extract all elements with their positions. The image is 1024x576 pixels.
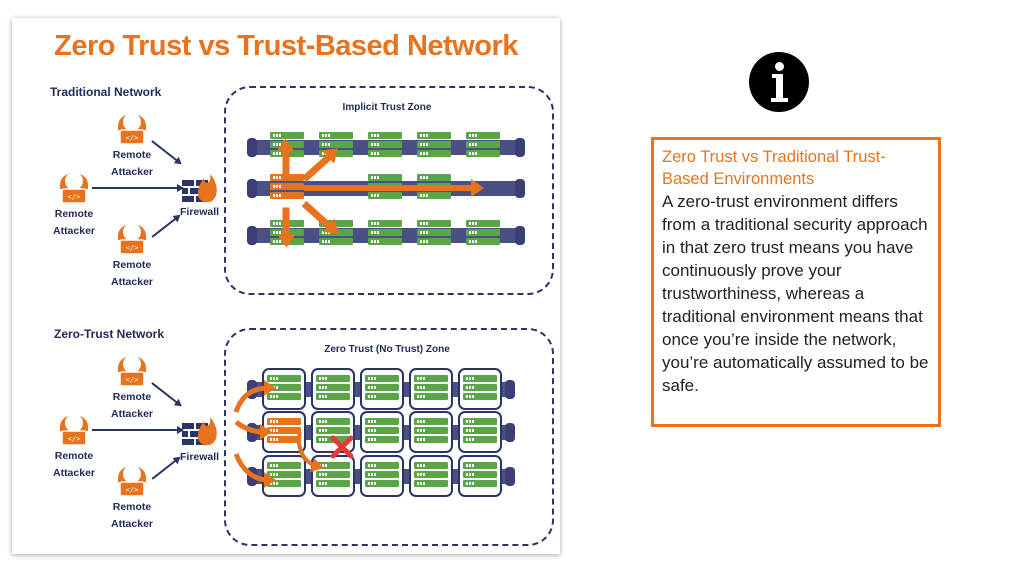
svg-text:</>: </> — [126, 244, 139, 252]
svg-text:</>: </> — [126, 376, 139, 384]
server-icon — [466, 132, 500, 160]
isolated-server-box — [458, 455, 502, 497]
server-icon — [463, 418, 497, 446]
lateral-movement-arrow — [304, 179, 484, 197]
server-icon — [414, 462, 448, 490]
implicit-trust-zone-label: Implicit Trust Zone — [342, 102, 432, 113]
remote-attacker-label: Remote Attacker — [110, 391, 154, 420]
svg-text:</>: </> — [126, 486, 139, 494]
attack-arrow — [92, 426, 184, 433]
server-icon — [466, 220, 500, 248]
hacker-icon: </> — [60, 172, 88, 204]
isolated-server-box — [360, 455, 404, 497]
red-x-icon — [330, 435, 354, 459]
blocked-lateral-arrow — [297, 431, 324, 472]
server-icon — [365, 462, 399, 490]
remote-attacker-left: </> Remote Attacker — [40, 405, 108, 482]
implicit-trust-zone — [224, 86, 554, 295]
zero-trust-zone-label: Zero Trust (No Trust) Zone — [324, 344, 450, 355]
diagram-figure: Zero Trust vs Trust-Based Network Tradit… — [12, 18, 560, 554]
hacker-icon: </> — [60, 414, 88, 446]
hacker-icon: </> — [118, 223, 146, 255]
blocked-attempt-arrows — [233, 380, 276, 488]
server-icon — [414, 418, 448, 446]
server-icon — [316, 462, 350, 490]
zero-trust-zone — [224, 328, 554, 546]
remote-attacker-label: Remote Attacker — [110, 259, 154, 288]
isolated-server-box — [311, 411, 355, 453]
firewall-icon — [182, 174, 217, 202]
remote-attacker-top: </> Remote Attacker — [98, 104, 166, 181]
lateral-movement-arrow — [282, 207, 290, 236]
server-icon — [365, 375, 399, 403]
remote-attacker-bottom: </> Remote Attacker — [98, 456, 166, 533]
explanation-callout: Zero Trust vs Traditional Trust-Based En… — [651, 137, 941, 427]
server-icon — [267, 462, 301, 490]
isolated-server-box — [311, 368, 355, 410]
traditional-network-heading: Traditional Network — [50, 85, 162, 99]
remote-attacker-bottom: </> Remote Attacker — [98, 214, 166, 291]
isolated-server-box — [458, 411, 502, 453]
hacker-icon: </> — [118, 465, 146, 497]
server-icon — [368, 220, 402, 248]
remote-attacker-label: Remote Attacker — [110, 149, 154, 178]
diagram-title: Zero Trust vs Trust-Based Network — [54, 30, 518, 62]
compromised-server-icon — [270, 174, 304, 202]
callout-title: Zero Trust vs Traditional Trust-Based En… — [662, 148, 886, 188]
svg-text:</>: </> — [68, 193, 81, 201]
isolated-server-box — [409, 411, 453, 453]
isolated-server-box — [409, 368, 453, 410]
remote-attacker-label: Remote Attacker — [110, 501, 154, 530]
isolated-server-box — [360, 411, 404, 453]
callout-body: A zero-trust environment differs from a … — [662, 192, 929, 395]
server-icon — [463, 375, 497, 403]
attack-arrow — [92, 184, 184, 191]
zero-trust-network-heading: Zero-Trust Network — [54, 327, 165, 341]
server-icon — [417, 132, 451, 160]
remote-attacker-label: Remote Attacker — [52, 450, 96, 479]
remote-attacker-left: </> Remote Attacker — [40, 163, 108, 240]
firewall-icon — [182, 417, 217, 445]
server-icon — [368, 132, 402, 160]
hacker-icon: </> — [118, 113, 146, 145]
remote-attacker-label: Remote Attacker — [52, 208, 96, 237]
lateral-movement-arrow — [282, 150, 290, 175]
server-icon — [316, 375, 350, 403]
server-icon — [365, 418, 399, 446]
server-icon — [414, 375, 448, 403]
hacker-icon: </> — [118, 355, 146, 387]
remote-attacker-top: </> Remote Attacker — [98, 346, 166, 423]
svg-text:</>: </> — [126, 134, 139, 142]
server-icon — [417, 220, 451, 248]
server-icon — [463, 462, 497, 490]
info-icon — [749, 52, 809, 112]
firewall-label: Firewall — [180, 451, 220, 463]
svg-text:</>: </> — [68, 435, 81, 443]
isolated-server-box — [360, 368, 404, 410]
isolated-server-box — [458, 368, 502, 410]
firewall-label: Firewall — [180, 206, 220, 218]
compromised-server-icon — [267, 418, 301, 446]
isolated-server-box — [409, 455, 453, 497]
